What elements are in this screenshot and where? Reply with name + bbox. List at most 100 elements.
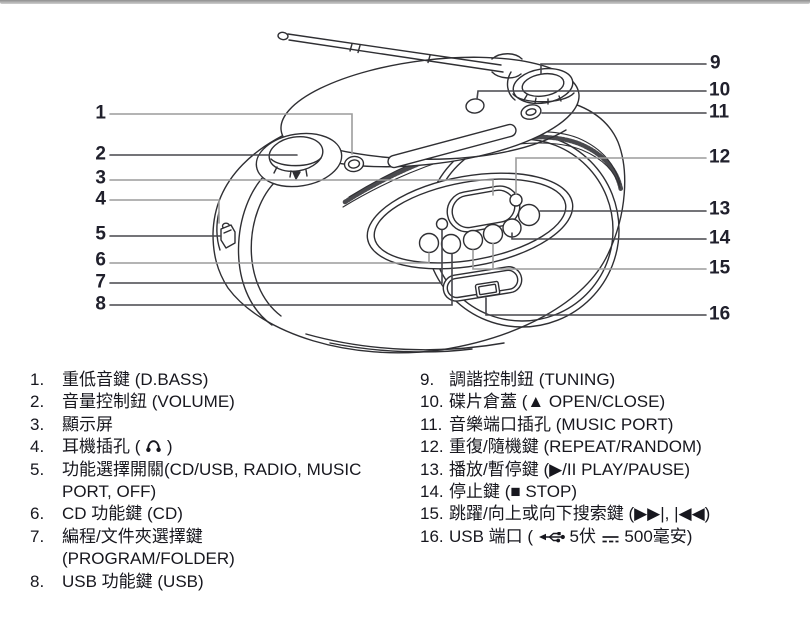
legend-item-text: 播放/暫停鍵 (▶/II PLAY/PAUSE) <box>449 459 806 481</box>
legend-item-number: 3. <box>30 414 45 434</box>
legend-item: 1. 重低音鍵 (D.BASS) <box>30 369 408 391</box>
legend-item: 10.碟片倉蓋 (▲ OPEN/CLOSE) <box>420 391 806 413</box>
legend-text-part: CD 功能鍵 (CD) <box>62 504 183 524</box>
legend-text-part: 跳躍/向上或向下搜索鍵 (▶▶|, |◀◀) <box>449 504 711 524</box>
legend-text-part: USB 功能鍵 (USB) <box>62 571 204 591</box>
legend-text-part: USB 端口 ( <box>449 526 538 546</box>
legend-item-text: 編程/文件夾選擇鍵 (PROGRAM/FOLDER) <box>62 526 408 571</box>
callout-number-15: 15 <box>709 257 731 279</box>
dbass-button <box>343 155 365 173</box>
legend-text-part: 500毫安) <box>619 526 693 546</box>
legend-text-part: 碟片倉蓋 (▲ OPEN/CLOSE) <box>449 392 666 412</box>
legend-item-number: 10. <box>420 392 444 412</box>
legend-item: 5. 功能選擇開關(CD/USB, RADIO, MUSIC PORT, OFF) <box>30 459 408 504</box>
skip-search-buttons <box>462 223 504 251</box>
legend-text-part: ) <box>162 437 173 457</box>
legend-text-part: (PROGRAM/FOLDER) <box>62 549 235 569</box>
legend-item: 16.USB 端口 ( 5伏 500毫安) <box>420 526 806 548</box>
legend-item-text: 顯示屏 <box>62 414 408 436</box>
headphones-icon <box>146 440 161 453</box>
legend-item: 6. CD 功能鍵 (CD) <box>30 503 408 525</box>
usb-port <box>474 280 501 299</box>
legend-item-number: 5. <box>30 459 45 479</box>
callout-number-2: 2 <box>95 143 106 165</box>
legend-item: 2.音量控制鈕 (VOLUME) <box>30 391 408 413</box>
legend-text-part: 5伏 <box>564 526 601 546</box>
legend-item: 4. 耳機插孔 ( ) <box>30 436 408 458</box>
legend-item-text: 耳機插孔 ( ) <box>62 436 408 458</box>
legend-column-right: 9.調諧控制鈕 (TUNING)10.碟片倉蓋 (▲ OPEN/CLOSE)11… <box>420 369 806 548</box>
legend-item: 8. USB 功能鍵 (USB) <box>30 571 408 593</box>
play-pause-button <box>517 203 541 227</box>
volume-knob <box>255 132 343 188</box>
legend-text-part: 音量控制鈕 (VOLUME) <box>62 392 235 412</box>
callout-number-7: 7 <box>95 271 106 293</box>
cd-lid <box>280 56 580 168</box>
dc-power-icon <box>602 535 619 543</box>
legend-item-text: 重復/隨機鍵 (REPEAT/RANDOM) <box>449 436 806 458</box>
legend-text-part: 播放/暫停鍵 (▶/II PLAY/PAUSE) <box>449 459 691 479</box>
legend-text-part: 重復/隨機鍵 (REPEAT/RANDOM) <box>449 437 702 457</box>
legend-item-number: 8. <box>30 571 45 591</box>
legend-item-number: 9. <box>420 370 435 389</box>
legend-item-text: 調諧控制鈕 (TUNING) <box>449 369 806 391</box>
page-top-edge <box>0 0 810 4</box>
legend-item: 15.跳躍/向上或向下搜索鍵 (▶▶|, |◀◀) <box>420 503 806 525</box>
callout-number-3: 3 <box>95 167 106 189</box>
callout-number-1: 1 <box>95 102 106 124</box>
legend-item: 13.播放/暫停鍵 (▶/II PLAY/PAUSE) <box>420 459 806 481</box>
legend-item-text: 音樂端口插孔 (MUSIC PORT) <box>449 414 806 436</box>
legend-item-number: 6. <box>30 504 45 524</box>
legend-item: 12.重復/隨機鍵 (REPEAT/RANDOM) <box>420 436 806 458</box>
callout-number-10: 10 <box>709 79 731 101</box>
legend-item-text: 碟片倉蓋 (▲ OPEN/CLOSE) <box>449 391 806 413</box>
callout-number-6: 6 <box>95 249 106 271</box>
legend-item: 11. 音樂端口插孔 (MUSIC PORT) <box>420 414 806 436</box>
legend-item-number: 4. <box>30 437 45 457</box>
legend-item-number: 16. <box>420 526 444 546</box>
open-close-button <box>465 98 485 114</box>
legend-item-number: 13. <box>420 459 444 479</box>
legend-item-text: 重低音鍵 (D.BASS) <box>62 369 408 391</box>
leader-lines <box>109 63 707 316</box>
legend-text-part: 編程/文件夾選擇鍵 <box>62 526 203 546</box>
legend-item-number: 15. <box>420 504 444 524</box>
legend-item-text: 停止鍵 (■ STOP) <box>449 481 806 503</box>
legend-text-part: 重低音鍵 (D.BASS) <box>62 370 209 389</box>
legend-item-text: USB 端口 ( 5伏 500毫安) <box>449 526 806 548</box>
callout-number-11: 11 <box>709 101 730 123</box>
legend-item-text: USB 功能鍵 (USB) <box>62 571 408 593</box>
antenna <box>277 31 523 79</box>
legend-item-text: 功能選擇開關(CD/USB, RADIO, MUSIC PORT, OFF) <box>62 459 408 504</box>
legend-item: 9. 調諧控制鈕 (TUNING) <box>420 369 806 391</box>
legend-item-number: 12. <box>420 437 444 457</box>
usb-icon <box>538 531 565 543</box>
legend-text-part: 耳機插孔 ( <box>62 437 146 457</box>
callout-number-14: 14 <box>709 227 731 249</box>
callout-number-5: 5 <box>95 223 106 245</box>
legend-item-number: 1. <box>30 370 45 389</box>
legend-item-number: 11. <box>420 414 443 434</box>
legend-item-text: CD 功能鍵 (CD) <box>62 503 408 525</box>
legend-item-number: 7. <box>30 526 45 546</box>
legend-text-part: 停止鍵 (■ STOP) <box>449 482 578 502</box>
left-speaker <box>237 171 282 326</box>
legend-text-part: PORT, OFF) <box>62 482 157 502</box>
program-folder-button <box>435 217 449 231</box>
repeat-random-button <box>509 193 523 207</box>
cd-function-button <box>418 232 440 254</box>
legend-text-part: 音樂端口插孔 (MUSIC PORT) <box>449 414 674 434</box>
legend-item: 14.停止鍵 (■ STOP) <box>420 481 806 503</box>
callout-number-13: 13 <box>709 198 731 220</box>
legend-text-part: 調諧控制鈕 (TUNING) <box>449 370 616 389</box>
music-port-jack <box>520 104 542 120</box>
legend-column-left: 1. 重低音鍵 (D.BASS) 2.音量控制鈕 (VOLUME)3. 顯示屏 4. 耳機… <box>30 369 408 593</box>
legend-text-part: 功能選擇開關(CD/USB, RADIO, MUSIC <box>62 459 362 479</box>
legend-text-part: 顯示屏 <box>62 414 113 434</box>
boombox-line-art <box>109 31 707 354</box>
bottom-lip <box>305 333 505 353</box>
usb-function-button <box>440 233 462 255</box>
callout-number-9: 9 <box>710 52 721 74</box>
